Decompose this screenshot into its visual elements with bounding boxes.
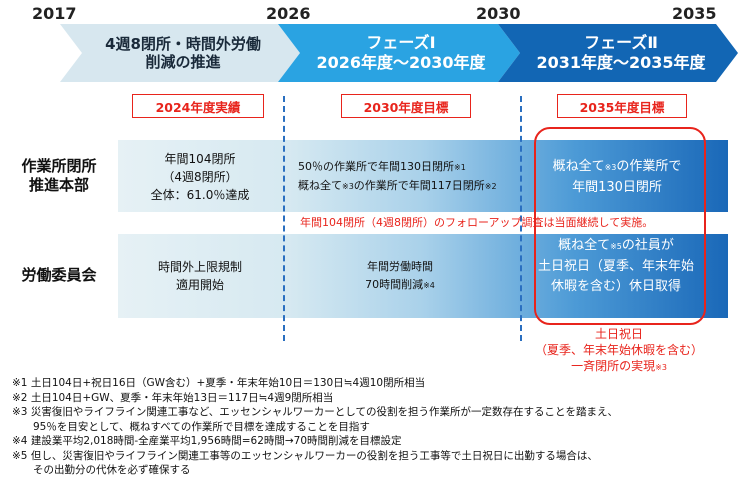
callout-line3-text: 一斉閉所の実現	[571, 359, 656, 373]
target-2035: 2035年度目標	[557, 94, 687, 118]
row-label-closure-line1: 作業所閉所	[21, 157, 97, 175]
followup-note: 年間104閉所（4週8閉所）のフォローアップ調査は当面継続して実施。	[300, 216, 654, 229]
labor-2024-cell: 時間外上限規制 適用開始	[120, 258, 280, 294]
closure-2024-line2: （4週8閉所）	[162, 170, 238, 184]
year-2035: 2035	[672, 4, 717, 23]
closure-2030-line2-b: の作業所で年間117日閉所	[353, 179, 485, 192]
labor-2030-line2: 70時間削減※4	[300, 276, 500, 295]
closure-2035-line1: 概ね全て※3の作業所で	[532, 157, 702, 178]
row-label-bg-closure	[0, 140, 118, 212]
labor-2030-line1: 年間労働時間	[367, 260, 433, 273]
note-ref-1: ※1	[454, 163, 466, 172]
footnote-5: ※5 但し、災害復旧やライフライン関連工事等のエッセンシャルワーカーの役割を担う…	[12, 449, 598, 462]
labor-2035-cell: 概ね全て※5の社員が 土日祝日（夏季、年末年始 休暇を含む）休日取得	[528, 236, 704, 297]
labor-2030-cell: 年間労働時間 70時間削減※4	[300, 258, 500, 295]
footnote-3: ※3 災害復旧やライフライン関連工事など、エッセンシャルワーカーとしての役割を担…	[12, 406, 618, 418]
phase-1-shape	[278, 24, 520, 82]
labor-2035-line1-b: の社員が	[621, 238, 674, 253]
closure-2030-line2-a: 概ね全て	[298, 179, 342, 192]
labor-2035-line1: 概ね全て※5の社員が	[528, 236, 704, 257]
callout: 土日祝日 （夏季、年末年始休暇を含む） 一斉閉所の実現※3	[512, 326, 726, 376]
year-2030: 2030	[476, 4, 521, 23]
phase-2-shape	[498, 24, 738, 82]
divider-2030	[520, 96, 522, 341]
phase-2: フェーズⅡ 2031年度～2035年度	[522, 24, 720, 82]
row-label-closure-line2: 推進本部	[28, 176, 89, 194]
closure-2030-line1-text: 50％の作業所で年間130日閉所	[298, 160, 454, 173]
target-2030: 2030年度目標	[341, 94, 471, 118]
phase-1: フェーズⅠ 2026年度～2030年度	[302, 24, 500, 82]
row-label-closure: 作業所閉所 推進本部	[0, 157, 118, 195]
closure-2024-line1: 年間104閉所	[164, 152, 236, 166]
footnote-1: ※1 土日104日+祝日16日（GW含む）+夏季・年末年始10日＝130日≒4週…	[12, 377, 426, 389]
phase-prep: 4週8閉所・時間外労働 削減の推進	[84, 24, 282, 82]
callout-line3: 一斉閉所の実現※3	[512, 358, 726, 376]
footnotes: ※1 土日104日+祝日16日（GW含む）+夏季・年末年始10日＝130日≒4週…	[12, 376, 618, 478]
closure-2035-cell: 概ね全て※3の作業所で 年間130日閉所	[532, 157, 702, 198]
closure-2030-line2: 概ね全て※3の作業所で年間117日閉所※2	[298, 177, 520, 196]
note-ref-5: ※5	[610, 242, 622, 251]
closure-2030-line1: 50％の作業所で年間130日閉所※1	[298, 158, 520, 177]
note-ref-4: ※4	[423, 281, 435, 290]
labor-2035-line2: 土日祝日（夏季、年末年始	[537, 259, 694, 274]
phase-1-line1: フェーズⅠ	[366, 33, 436, 52]
labor-2024-line1: 時間外上限規制	[157, 260, 242, 274]
row-band-labor	[118, 234, 728, 318]
closure-2024-line3: 全体：61.0％達成	[150, 188, 250, 202]
phase-prep-line2: 削減の推進	[145, 53, 221, 71]
note-ref-3a: ※3	[342, 182, 354, 191]
closure-2024-cell: 年間104閉所 （4週8閉所） 全体：61.0％達成	[120, 150, 280, 204]
labor-2035-line1-a: 概ね全て	[558, 238, 611, 253]
phase-prep-line1: 4週8閉所・時間外労働	[105, 35, 261, 53]
closure-2035-line1-b: の作業所で	[616, 159, 682, 174]
closure-2035-line1-a: 概ね全て	[552, 159, 605, 174]
year-2026: 2026	[266, 4, 311, 23]
phase-2-line1: フェーズⅡ	[584, 33, 658, 52]
target-2024-actual: 2024年度実績	[132, 94, 264, 118]
timeline-arrow	[60, 24, 738, 82]
phase-2-line2: 2031年度～2035年度	[536, 53, 706, 72]
year-2017: 2017	[32, 4, 77, 23]
callout-line2: （夏季、年末年始休暇を含む）	[534, 343, 703, 357]
phase-0-shape	[60, 24, 300, 82]
footnote-3-cont: 95％を目安として、概ねすべての作業所で目標を達成することを目指す	[12, 420, 370, 433]
footnote-4: ※4 建設業平均2,018時間-全産業平均1,956時間=62時間→70時間削減…	[12, 435, 402, 447]
note-ref-2: ※2	[484, 182, 497, 191]
closure-2030-cell: 50％の作業所で年間130日閉所※1 概ね全て※3の作業所で年間117日閉所※2	[298, 158, 520, 196]
closure-2035-line2: 年間130日閉所	[572, 180, 662, 195]
callout-note-ref: ※3	[655, 363, 667, 372]
phase-1-line2: 2026年度～2030年度	[316, 53, 486, 72]
row-label-labor: 労働委員会	[21, 266, 97, 284]
labor-2024-line2: 適用開始	[175, 278, 224, 292]
labor-2035-line3: 休暇を含む）休日取得	[550, 279, 681, 294]
note-ref-3b: ※3	[604, 163, 617, 172]
target-2035-highlight	[534, 127, 706, 325]
labor-2030-line2-text: 70時間削減	[365, 278, 424, 291]
footnote-5-cont: その出勤分の代休を必ず確保する	[12, 464, 191, 476]
row-band-closure	[118, 140, 728, 212]
callout-line1: 土日祝日	[594, 327, 643, 341]
footnote-2: ※2 土日104日+GW、夏季・年末年始13日＝117日≒4週9閉所相当	[12, 391, 334, 404]
divider-2026	[283, 96, 285, 341]
